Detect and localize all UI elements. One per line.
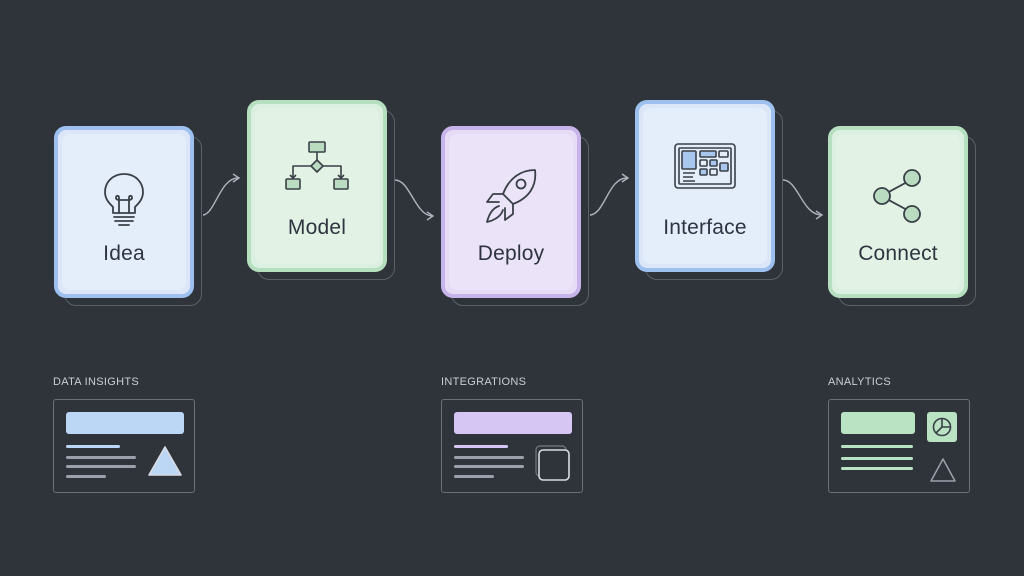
step-label-model: Model	[287, 216, 347, 239]
text-line	[841, 445, 913, 448]
text-line	[841, 467, 913, 470]
connector-interface-connect-arrowhead	[815, 210, 824, 220]
rocket-icon	[486, 169, 537, 223]
panel-label-data-insights: DATA INSIGHTS	[53, 376, 140, 388]
step-card-model: Model	[247, 100, 395, 280]
panel-header-bar	[841, 412, 915, 434]
pie-chart-tile	[927, 412, 957, 442]
step-card-idea: Idea	[54, 126, 202, 306]
connector-interface-connect	[782, 179, 822, 216]
text-line	[66, 475, 106, 478]
triangle-outline-icon	[930, 458, 956, 482]
step-label-deploy: Deploy	[477, 242, 545, 265]
panel-analytics	[828, 399, 970, 493]
tablet-ui-icon	[674, 143, 736, 189]
step-label-connect: Connect	[858, 242, 938, 265]
stacked-squares-icon	[535, 445, 570, 481]
panel-label-integrations: INTEGRATIONS	[441, 376, 527, 388]
text-line	[454, 475, 494, 478]
panel-header-bar	[454, 412, 572, 434]
step-card-connect: Connect	[828, 126, 976, 306]
connector-deploy-interface-arrowhead	[621, 173, 630, 183]
text-line	[66, 445, 120, 448]
text-line	[454, 465, 524, 468]
connector-deploy-interface	[589, 177, 628, 216]
text-line	[454, 456, 524, 459]
text-line	[841, 457, 913, 460]
text-line	[66, 465, 136, 468]
lightbulb-icon	[104, 173, 144, 226]
panel-header-bar	[66, 412, 184, 434]
panel-label-analytics: ANALYTICS	[828, 376, 892, 388]
step-label-idea: Idea	[103, 242, 145, 265]
pie-chart-icon	[932, 417, 952, 437]
connector-idea-model-arrowhead	[232, 173, 241, 183]
flowchart-icon	[285, 141, 349, 190]
step-label-interface: Interface	[663, 216, 747, 239]
step-card-deploy: Deploy	[441, 126, 589, 306]
connector-idea-model	[202, 177, 239, 216]
text-line	[454, 445, 508, 448]
panel-data-insights	[53, 399, 195, 493]
step-card-interface: Interface	[635, 100, 783, 280]
text-line	[66, 456, 136, 459]
panel-integrations	[441, 399, 583, 493]
connector-model-deploy-arrowhead	[426, 211, 435, 221]
triangle-icon	[148, 446, 182, 476]
share-icon	[873, 169, 921, 223]
connector-model-deploy	[394, 179, 433, 217]
